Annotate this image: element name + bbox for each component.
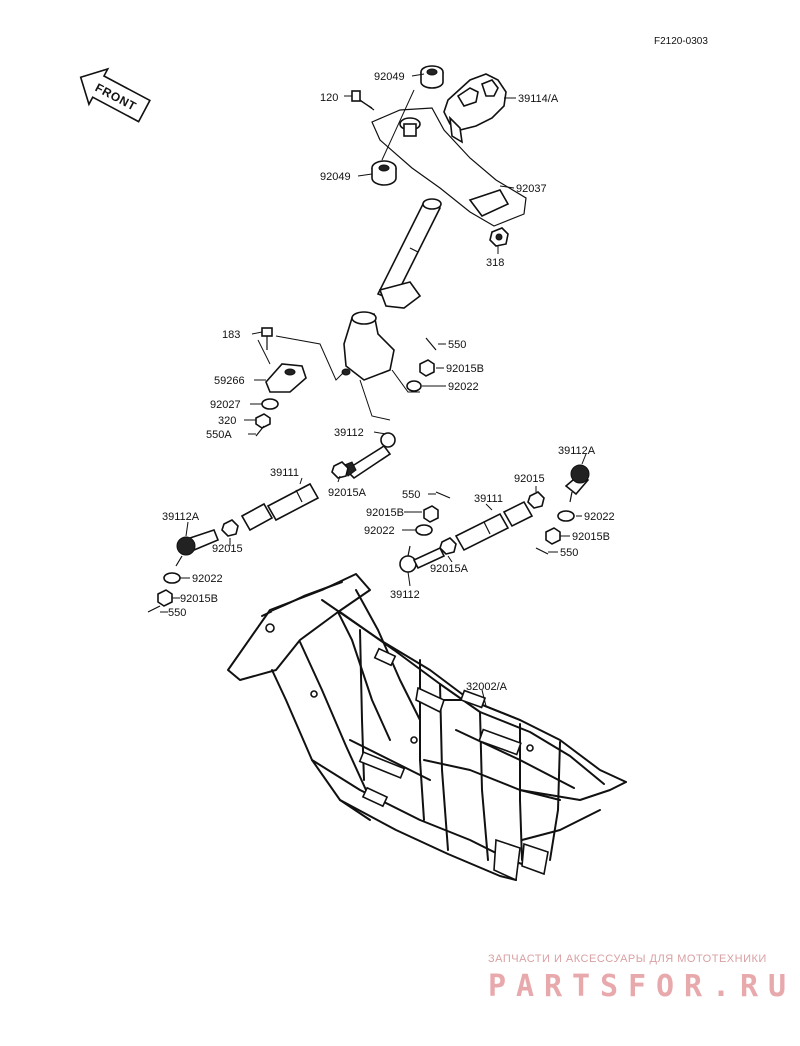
callout-39112-lower: 39112 xyxy=(390,589,420,601)
watermark-tagline: ЗАПЧАСТИ И АКСЕССУАРЫ ДЛЯ МОТОТЕХНИКИ xyxy=(488,953,767,965)
callout-92049-lower: 92049 xyxy=(320,171,351,183)
washer-92027[interactable] xyxy=(261,398,279,410)
callout-320: 320 xyxy=(218,415,236,427)
callout-39111-right: 39111 xyxy=(474,493,503,505)
washer-92022-mid[interactable] xyxy=(415,524,433,536)
cotter-pin-550-right[interactable] xyxy=(535,547,549,555)
callout-92022-left: 92022 xyxy=(192,573,223,585)
bushing-92049-lower[interactable] xyxy=(371,160,397,186)
nut-92015B-mid[interactable] xyxy=(423,505,439,523)
steering-arm[interactable] xyxy=(341,311,395,381)
callout-92015B-left: 92015B xyxy=(180,593,218,605)
bolt-120[interactable] xyxy=(351,90,375,111)
callout-59266: 59266 xyxy=(214,375,245,387)
callout-92037: 92037 xyxy=(516,183,547,195)
nut-320[interactable] xyxy=(255,413,271,429)
nut-92015B-left[interactable] xyxy=(157,589,173,607)
bolt-183[interactable] xyxy=(261,327,273,350)
handlebar-holder-39114[interactable] xyxy=(443,73,507,144)
ball-joint-39112A-right[interactable] xyxy=(564,464,590,503)
nut-92015-left[interactable] xyxy=(221,519,239,537)
nut-318[interactable] xyxy=(489,227,509,247)
callout-92015-right: 92015 xyxy=(514,473,545,485)
callout-550-left: 550 xyxy=(168,607,186,619)
cotter-pin-550-mid[interactable] xyxy=(435,491,451,499)
ball-joint-39112A-left[interactable] xyxy=(175,529,220,567)
tie-rod-39111-right[interactable] xyxy=(454,500,534,552)
cotter-pin-550-left[interactable] xyxy=(147,605,161,613)
watermark-brand: PARTSFOR.RU xyxy=(488,969,786,1004)
front-arrow-icon: FRONT xyxy=(79,67,151,123)
callout-550A: 550A xyxy=(206,429,232,441)
callout-39112A-right: 39112A xyxy=(558,445,596,457)
washer-92022-a[interactable] xyxy=(406,380,422,392)
callout-92027: 92027 xyxy=(210,399,241,411)
clamp-bracket xyxy=(468,189,510,217)
bushing-92049-upper[interactable] xyxy=(420,65,444,89)
watermark: ЗАПЧАСТИ И АКСЕССУАРЫ ДЛЯ МОТОТЕХНИКИ PA… xyxy=(488,953,786,1004)
callout-550-mid: 550 xyxy=(402,489,420,501)
nut-92015A-left[interactable] xyxy=(331,461,349,479)
callout-92015B-mid: 92015B xyxy=(366,507,404,519)
washer-92022-left[interactable] xyxy=(163,572,181,584)
callout-39111-left: 39111 xyxy=(270,467,299,479)
callout-92022-a: 92022 xyxy=(448,381,479,393)
callout-39114A: 39114/A xyxy=(518,93,559,105)
callout-318: 318 xyxy=(486,257,504,269)
callout-92022-mid: 92022 xyxy=(364,525,395,537)
leader-lines xyxy=(160,73,587,707)
cotter-pin-550A[interactable] xyxy=(255,425,265,437)
callout-39112A-left: 39112A xyxy=(162,511,200,523)
callout-92015A-right: 92015A xyxy=(430,563,469,575)
callout-120: 120 xyxy=(320,92,338,104)
nut-92015B-a[interactable] xyxy=(419,359,435,377)
callout-550-right: 550 xyxy=(560,547,578,559)
callout-550-a: 550 xyxy=(448,339,466,351)
cotter-pin-550-a[interactable] xyxy=(425,337,437,351)
ball-joint-39112-upper[interactable] xyxy=(341,432,396,480)
washer-92022-right[interactable] xyxy=(557,510,575,522)
callout-32002A: 32002/A xyxy=(466,681,508,693)
nut-92015-right[interactable] xyxy=(527,491,545,509)
nut-92015B-right[interactable] xyxy=(545,527,561,545)
steering-shaft[interactable] xyxy=(376,198,442,309)
callout-92049-upper: 92049 xyxy=(374,71,405,83)
callout-92022-right: 92022 xyxy=(584,511,615,523)
callout-39112-upper: 39112 xyxy=(334,427,364,439)
callout-92015A-left: 92015A xyxy=(328,487,367,499)
callout-183: 183 xyxy=(222,329,240,341)
callout-92015-left: 92015 xyxy=(212,543,243,555)
callout-92015B-right: 92015B xyxy=(572,531,610,543)
tie-rod-39111-left[interactable] xyxy=(240,482,320,532)
frame-32002[interactable] xyxy=(227,573,627,882)
bearing-housing-59266[interactable] xyxy=(265,363,307,393)
callout-92015B-a: 92015B xyxy=(446,363,484,375)
clamp-plate-92037[interactable] xyxy=(371,107,527,227)
callout-labels: 92049 120 39114/A 92049 92037 318 183 55… xyxy=(162,71,615,693)
diagram-code: F2120-0303 xyxy=(654,36,708,47)
clamp-pivot xyxy=(399,117,421,137)
